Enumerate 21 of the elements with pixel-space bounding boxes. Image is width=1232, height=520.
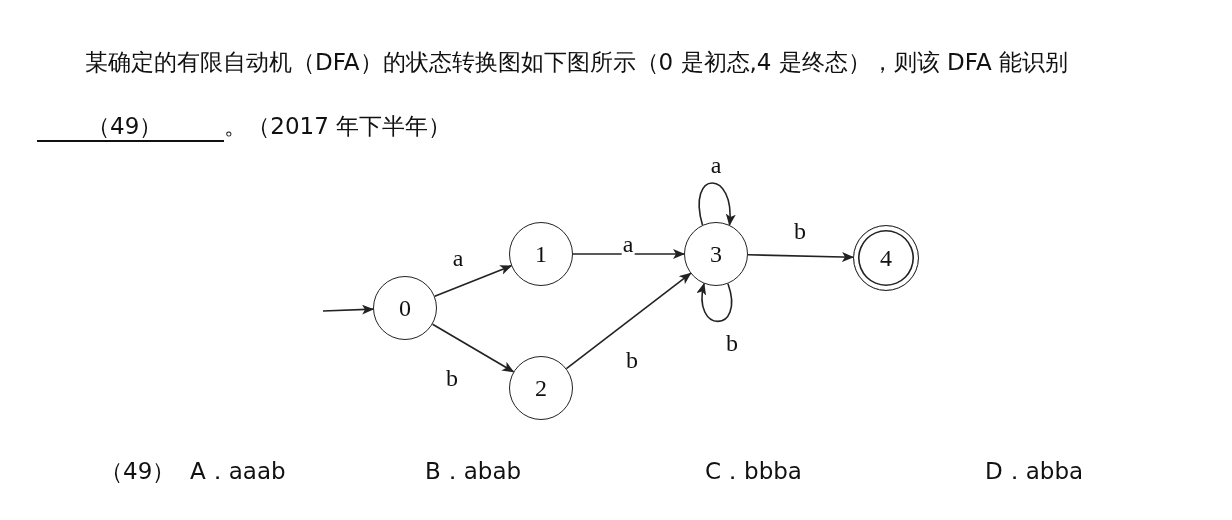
start-arrow: [322, 304, 374, 315]
transition-arrow: [747, 251, 854, 262]
question-text: 某确定的有限自动机（DFA）的状态转换图如下图所示（0 是初态,4 是终态），则该 DFA 能识别: [85, 49, 1068, 75]
answer-option: B．abab: [425, 456, 522, 486]
question-text: 。（2017 年下半年）: [224, 113, 452, 139]
answer-option: C．bbba: [705, 456, 802, 486]
transition-arrow: [572, 249, 685, 259]
transition-arrow: [431, 323, 515, 373]
question-number: （49）: [100, 457, 176, 486]
transition-arrow: [565, 272, 692, 370]
state-circle: 3: [684, 222, 748, 286]
final-state-circle: 4: [853, 225, 919, 291]
self-loop-arrow: [697, 282, 733, 323]
self-loop-arrow: [698, 182, 735, 226]
transition-arrow: [433, 265, 513, 297]
state-circle: 1: [509, 222, 573, 286]
answer-blank: （49）: [37, 112, 225, 142]
state-circle: 0: [373, 276, 437, 340]
state-circle: 2: [509, 356, 573, 420]
answer-option: A．aaab: [190, 456, 286, 486]
answer-option: D．abba: [985, 456, 1084, 486]
